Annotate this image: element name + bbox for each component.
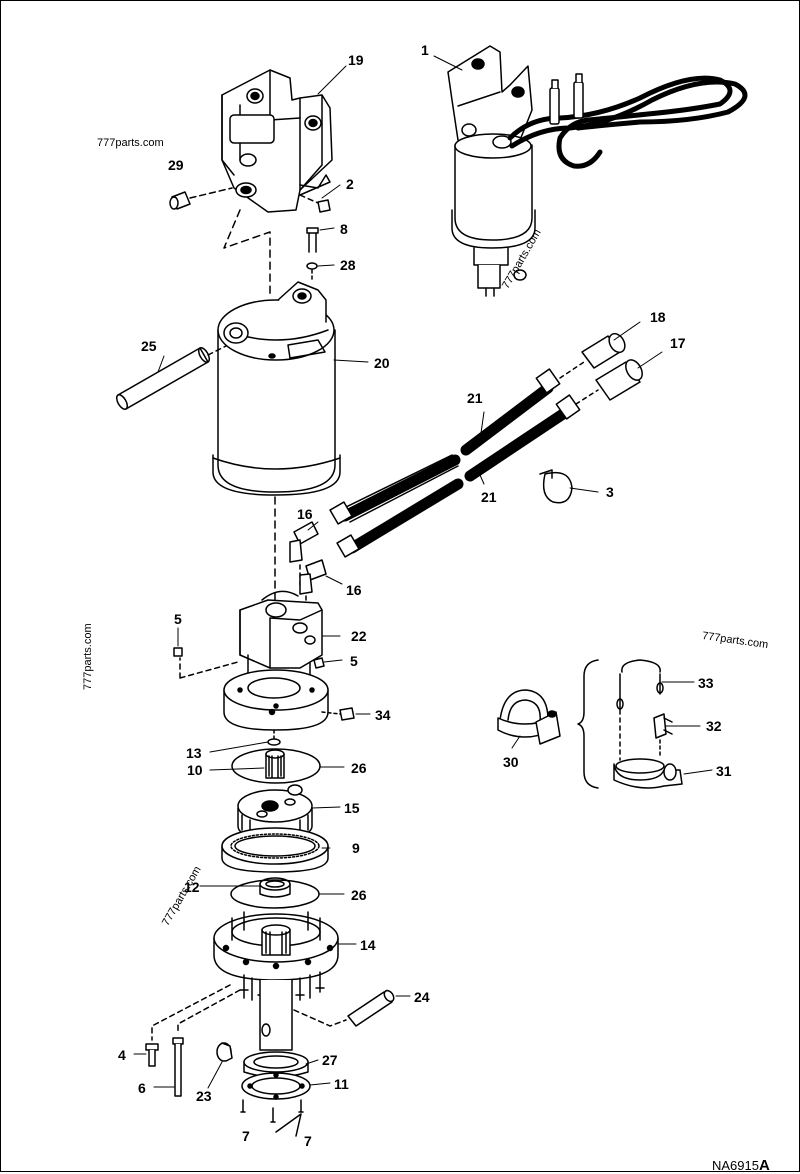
- callout-26-upper: 26: [351, 760, 367, 776]
- pin-part-24: [293, 989, 395, 1027]
- callout-10: 10: [187, 762, 203, 778]
- bearing-part-12: [259, 877, 291, 898]
- washer-part-28: [306, 262, 318, 281]
- bolt-part-2: [299, 194, 331, 213]
- callout-11: 11: [334, 1076, 349, 1092]
- callout-26-lower: 26: [351, 887, 367, 903]
- callout-27: 27: [322, 1052, 338, 1068]
- retaining-ring-part-13: [267, 729, 281, 746]
- callout-2: 2: [346, 176, 354, 192]
- callout-14: 14: [360, 937, 376, 953]
- hydraulic-hose-part-21-upper: [329, 368, 561, 525]
- watermark-top-left: 777parts.com: [97, 137, 164, 149]
- plug-part-34: [321, 707, 355, 721]
- guide-line-part-4: [151, 984, 231, 1041]
- adapter-fitting-part-17: [575, 359, 643, 405]
- callout-21-upper: 21: [467, 390, 483, 406]
- hose-clamp-part-3: [539, 469, 573, 504]
- callout-8: 8: [340, 221, 348, 237]
- bolt-part-8: [306, 227, 319, 253]
- callout-28: 28: [340, 257, 356, 273]
- mounting-bracket-part-19: [221, 69, 333, 213]
- drawing-code-text: NA6915: [712, 1158, 759, 1173]
- callout-33: 33: [698, 675, 714, 691]
- lanyard-part-33: [616, 659, 664, 761]
- bolt-part-4: [145, 1043, 159, 1067]
- callout-31: 31: [716, 763, 732, 779]
- pin-part-25: [115, 345, 227, 410]
- callout-24: 24: [414, 989, 430, 1005]
- callout-29: 29: [168, 157, 184, 173]
- bolt-part-5-left: [173, 647, 239, 679]
- callout-21-lower: 21: [481, 489, 497, 505]
- hydraulic-hose-part-21-lower: [336, 394, 581, 558]
- callout-3: 3: [606, 484, 614, 500]
- callout-17: 17: [670, 335, 686, 351]
- gearbox-housing-part-14: [213, 911, 339, 981]
- motor-housing-part-20: [212, 281, 341, 496]
- adapter-plate: [223, 669, 329, 731]
- callout-6: 6: [138, 1080, 146, 1096]
- bolt-part-5-right: [313, 657, 325, 669]
- callout-30: 30: [503, 754, 519, 770]
- callout-leader-lines: [133, 55, 713, 1089]
- plug-part-23: [216, 1042, 233, 1062]
- sun-gear-part-10: [265, 749, 285, 779]
- hydraulic-motor-part-22: [239, 590, 323, 681]
- callout-19: 19: [348, 52, 364, 68]
- callout-5-left: 5: [174, 611, 182, 627]
- callout-4: 4: [118, 1047, 126, 1063]
- complete-auger-assembly-part-1: [447, 45, 536, 297]
- callout-9: 9: [352, 840, 360, 856]
- guide-line-part-6: [177, 989, 241, 1035]
- callout-15: 15: [344, 800, 360, 816]
- callout-34: 34: [375, 707, 391, 723]
- callout-18: 18: [650, 309, 666, 325]
- callout-12: 12: [184, 879, 200, 895]
- adapter-fitting-part-18: [559, 332, 626, 379]
- clamp-assembly-part-30: [497, 689, 561, 745]
- collar-part-31: [613, 758, 683, 789]
- callout-22: 22: [351, 628, 367, 644]
- watermark-left-vertical: 777parts.com: [82, 623, 94, 690]
- pin-part-29: [169, 187, 233, 210]
- assembly-guide-line: [223, 209, 271, 299]
- kit-bracket-brace: [577, 659, 599, 789]
- callout-1: 1: [421, 42, 429, 58]
- callout-7-left: 7: [242, 1128, 250, 1144]
- cover-plate-part-11: [241, 1072, 311, 1100]
- screws-part-7: [240, 1099, 304, 1137]
- latch-part-32: [653, 713, 673, 757]
- callout-16-upper: 16: [297, 506, 313, 522]
- callout-7-right: 7: [304, 1133, 312, 1149]
- ring-gear-part-9: [221, 827, 329, 873]
- hose-couplers-of-assembly: [549, 73, 584, 125]
- callout-5-right: 5: [350, 653, 358, 669]
- seal-part-27: [243, 1051, 309, 1078]
- drawing-revision: A: [758, 1157, 770, 1174]
- callout-13: 13: [186, 745, 202, 761]
- callout-20: 20: [374, 355, 390, 371]
- hydraulic-hoses-of-assembly: [507, 75, 748, 169]
- long-bolt-part-6: [172, 1037, 184, 1097]
- callout-16-lower: 16: [346, 582, 362, 598]
- callout-32: 32: [706, 718, 722, 734]
- drawing-number: NA6915A: [712, 1157, 770, 1174]
- callout-23: 23: [196, 1088, 212, 1104]
- callout-25: 25: [141, 338, 157, 354]
- output-shaft: [259, 979, 293, 1051]
- o-ring-part-26-upper: [231, 748, 321, 784]
